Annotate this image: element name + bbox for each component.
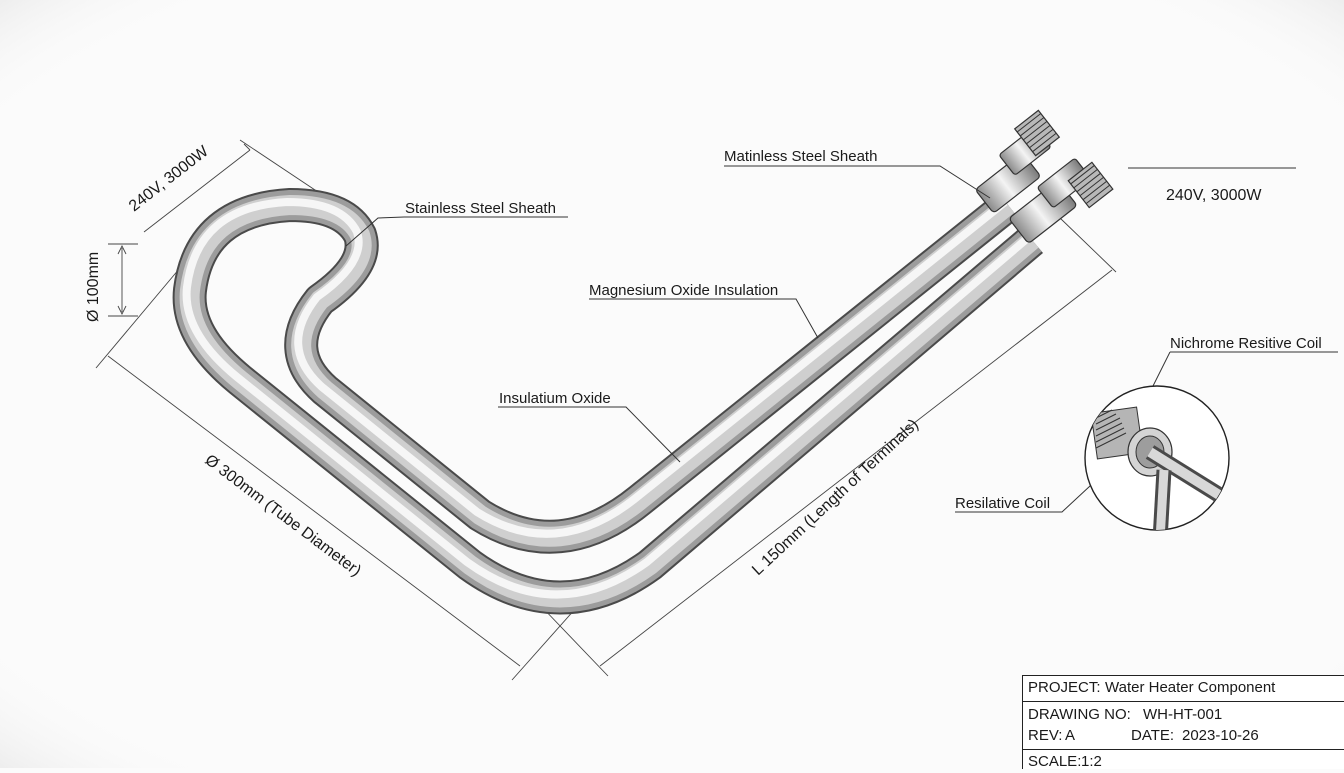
dimension-lines	[95, 139, 1117, 681]
scale-label: SCALE:	[1028, 753, 1082, 770]
stainless-sheath-label: Stainless Steel Sheath	[405, 200, 556, 217]
project-value: Water Heater Component	[1105, 679, 1276, 696]
insulatium-oxide-label: Insulatium Oxide	[499, 390, 611, 407]
matinless-sheath-label: Matinless Steel Sheath	[724, 148, 877, 165]
terminal-upper	[976, 109, 1061, 213]
drawing-number-value: WH-HT-001	[1143, 706, 1223, 723]
terminal-lower	[1009, 158, 1114, 243]
heater-tube	[172, 188, 1044, 615]
nichrome-coil-label: Nichrome Resitive Coil	[1170, 335, 1322, 352]
title-block: PROJECT: Water Heater Component DRAWING …	[1022, 675, 1344, 770]
project-label: PROJECT:	[1028, 679, 1101, 696]
drawing-number-label: DRAWING NO:	[1028, 706, 1131, 723]
scale-value: 1:2	[1081, 753, 1102, 770]
magnesium-oxide-label: Magnesium Oxide Insulation	[589, 282, 778, 299]
resilative-coil-label: Resilative Coil	[955, 495, 1050, 512]
rev-label: REV:	[1028, 727, 1063, 744]
date-value: 2023-10-26	[1182, 727, 1259, 744]
rev-value: A	[1065, 727, 1076, 744]
dim-diameter-small-label: Ø 100mm	[85, 252, 102, 322]
detail-view	[1084, 385, 1230, 531]
date-label: DATE:	[1131, 727, 1175, 744]
leader-lines	[345, 165, 1338, 513]
voltage-right-label: 240V, 3000W	[1166, 187, 1262, 204]
